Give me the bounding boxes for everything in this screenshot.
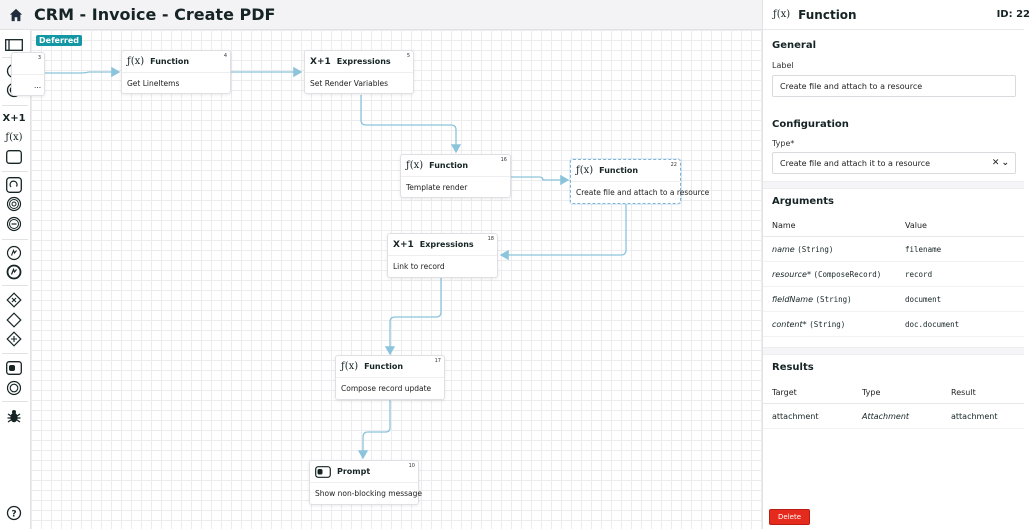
parallel-gateway-icon[interactable] bbox=[5, 330, 23, 348]
exclusive-gateway-icon[interactable] bbox=[5, 291, 23, 309]
node-type: Function bbox=[599, 166, 639, 175]
function-tool-icon[interactable]: ƒ(x) bbox=[5, 131, 23, 143]
results-table-header: Target Type Result bbox=[763, 382, 1024, 404]
table-row[interactable]: resource* (ComposeRecord) record bbox=[763, 262, 1024, 287]
configuration-section-title: Configuration bbox=[772, 119, 849, 130]
workflow-node-10[interactable]: 10 Prompt Show non-blocking message bbox=[309, 460, 423, 505]
workflow-node-18[interactable]: 18 X+1 Expressions Link to record bbox=[387, 233, 498, 278]
general-section-title: General bbox=[772, 40, 816, 51]
properties-panel: ƒ(x) Function ID: 22 General Label Creat… bbox=[762, 0, 1030, 529]
node-label: Get LineItems bbox=[127, 79, 180, 88]
table-row[interactable]: attachment Attachment attachment bbox=[763, 404, 1024, 429]
page-title: CRM - Invoice - Create PDF bbox=[34, 5, 276, 24]
node-label: Show non-blocking message bbox=[315, 489, 423, 498]
workflow-edges bbox=[45, 66, 627, 460]
select-controls: ✕⌄ bbox=[992, 158, 1011, 168]
workflow-node-22[interactable]: 22 ƒ(x) Function Create file and attach … bbox=[570, 159, 710, 204]
error-event-icon[interactable] bbox=[5, 244, 23, 262]
edge-5-16 bbox=[360, 95, 462, 154]
table-row[interactable]: fieldName (String) document bbox=[763, 287, 1024, 312]
node-type: Prompt bbox=[337, 467, 371, 476]
loop-tool-icon[interactable] bbox=[5, 176, 23, 194]
swimlane-tool-icon[interactable] bbox=[5, 36, 23, 54]
node-label: Set Render Variables bbox=[310, 79, 389, 88]
edge-17-10 bbox=[357, 400, 391, 460]
deferred-badge: Deferred bbox=[36, 35, 83, 46]
function-icon: ƒ(x) bbox=[773, 9, 791, 20]
arguments-table-header: Name Value bbox=[763, 215, 1024, 237]
svg-text:?: ? bbox=[11, 509, 16, 519]
panel-title: Function bbox=[798, 7, 857, 22]
shape-palette: X+1 ƒ(x) ? bbox=[0, 30, 31, 529]
type-field-label: Type* bbox=[772, 139, 795, 148]
delete-button[interactable]: Delete bbox=[769, 509, 810, 525]
function-icon: ƒ(x) bbox=[341, 361, 359, 372]
type-select-value: Create file and attach it to a resource bbox=[780, 158, 931, 168]
workflow-node-5[interactable]: 5 X+1 Expressions Set Render Variables bbox=[304, 50, 414, 94]
debug-bug-icon[interactable] bbox=[5, 407, 23, 425]
type-select[interactable]: Create file and attach it to a resource … bbox=[772, 152, 1016, 174]
function-icon: ƒ(x) bbox=[127, 56, 145, 67]
function-icon: ƒ(x) bbox=[576, 165, 594, 176]
label-field-label: Label bbox=[772, 61, 794, 70]
expressions-tool-icon[interactable]: X+1 bbox=[2, 112, 26, 124]
panel-header: ƒ(x) Function ID: 22 bbox=[763, 0, 1030, 30]
node-type: Expressions bbox=[336, 57, 391, 66]
help-icon[interactable]: ? bbox=[5, 504, 23, 522]
gateway-icon[interactable] bbox=[5, 311, 23, 329]
node-label: Link to record bbox=[393, 262, 445, 271]
error-end-event-icon[interactable] bbox=[5, 263, 23, 281]
node-type: Function bbox=[429, 161, 469, 170]
workflow-canvas[interactable]: Deferred 3 ... 4 ƒ(x) Function Get Lin bbox=[11, 30, 762, 529]
node-id-label: ID: 22 bbox=[996, 9, 1030, 20]
chevron-down-icon[interactable]: ⌄ bbox=[1001, 158, 1011, 168]
prompt-icon bbox=[315, 465, 331, 478]
workflow-node-3[interactable]: 3 ... bbox=[11, 52, 45, 96]
delay-event-icon[interactable] bbox=[5, 379, 23, 397]
node-label: Compose record update bbox=[341, 384, 432, 393]
label-input[interactable]: Create file and attach to a resource bbox=[772, 75, 1016, 97]
node-type: Function bbox=[364, 362, 404, 371]
edge-22-18 bbox=[499, 204, 627, 261]
expressions-icon: X+1 bbox=[310, 56, 331, 67]
prompt-tool-icon[interactable] bbox=[5, 359, 23, 377]
top-bar: CRM - Invoice - Create PDF bbox=[0, 0, 762, 30]
message-event-icon[interactable] bbox=[5, 215, 23, 233]
node-label: Template render bbox=[406, 183, 468, 192]
function-icon: ƒ(x) bbox=[406, 160, 424, 171]
node-type: Expressions bbox=[419, 240, 474, 249]
workflow-node-17[interactable]: 17 ƒ(x) Function Compose record update bbox=[335, 355, 445, 400]
edge-3-4 bbox=[45, 66, 121, 78]
workflow-node-4[interactable]: 4 ƒ(x) Function Get LineItems bbox=[121, 50, 231, 94]
edge-16-22 bbox=[511, 174, 570, 186]
workflow-node-16[interactable]: 16 ƒ(x) Function Template render bbox=[400, 154, 511, 198]
table-row[interactable]: content* (String) doc.document bbox=[763, 312, 1024, 337]
task-tool-icon[interactable] bbox=[5, 148, 23, 166]
edge-18-17 bbox=[384, 278, 442, 356]
timer-event-icon[interactable] bbox=[5, 195, 23, 213]
expressions-icon: X+1 bbox=[393, 239, 414, 250]
arguments-section-title: Arguments bbox=[772, 196, 835, 207]
clear-icon[interactable]: ✕ bbox=[991, 158, 1002, 168]
results-section-title: Results bbox=[772, 362, 814, 373]
node-type: Function bbox=[150, 57, 190, 66]
node-label: Create file and attach to a resource bbox=[576, 188, 710, 197]
table-row[interactable]: name (String) filename bbox=[763, 237, 1024, 262]
home-icon[interactable] bbox=[9, 8, 23, 22]
